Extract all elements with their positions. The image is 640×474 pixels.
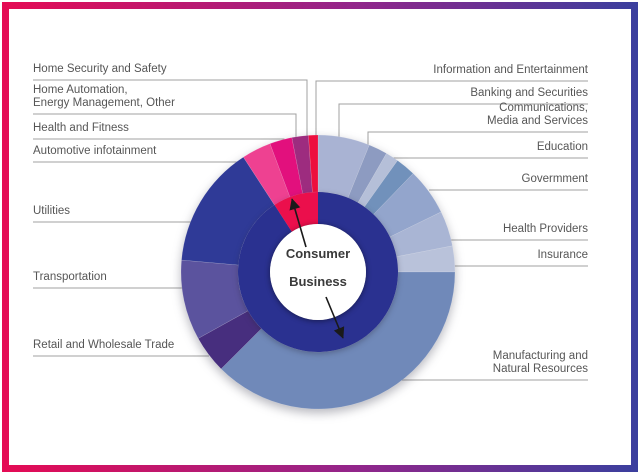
donut-hole (270, 224, 366, 320)
business-arrow (325, 296, 345, 339)
connector-communications-media (367, 131, 588, 153)
connector-home-security (33, 79, 308, 140)
connector-health-fitness (33, 138, 285, 148)
consumer-arrow (289, 198, 307, 248)
center-label-consumer: Consumer (285, 246, 351, 261)
segment-manufacturing (220, 271, 456, 410)
center-labels: Consumer Business (258, 246, 378, 289)
center-label-business: Business (289, 274, 347, 289)
connector-banking-securities (338, 103, 588, 147)
connector-information-entertainment (315, 80, 588, 137)
connector-home-automation (33, 113, 297, 143)
inner-segment-business (237, 192, 398, 352)
